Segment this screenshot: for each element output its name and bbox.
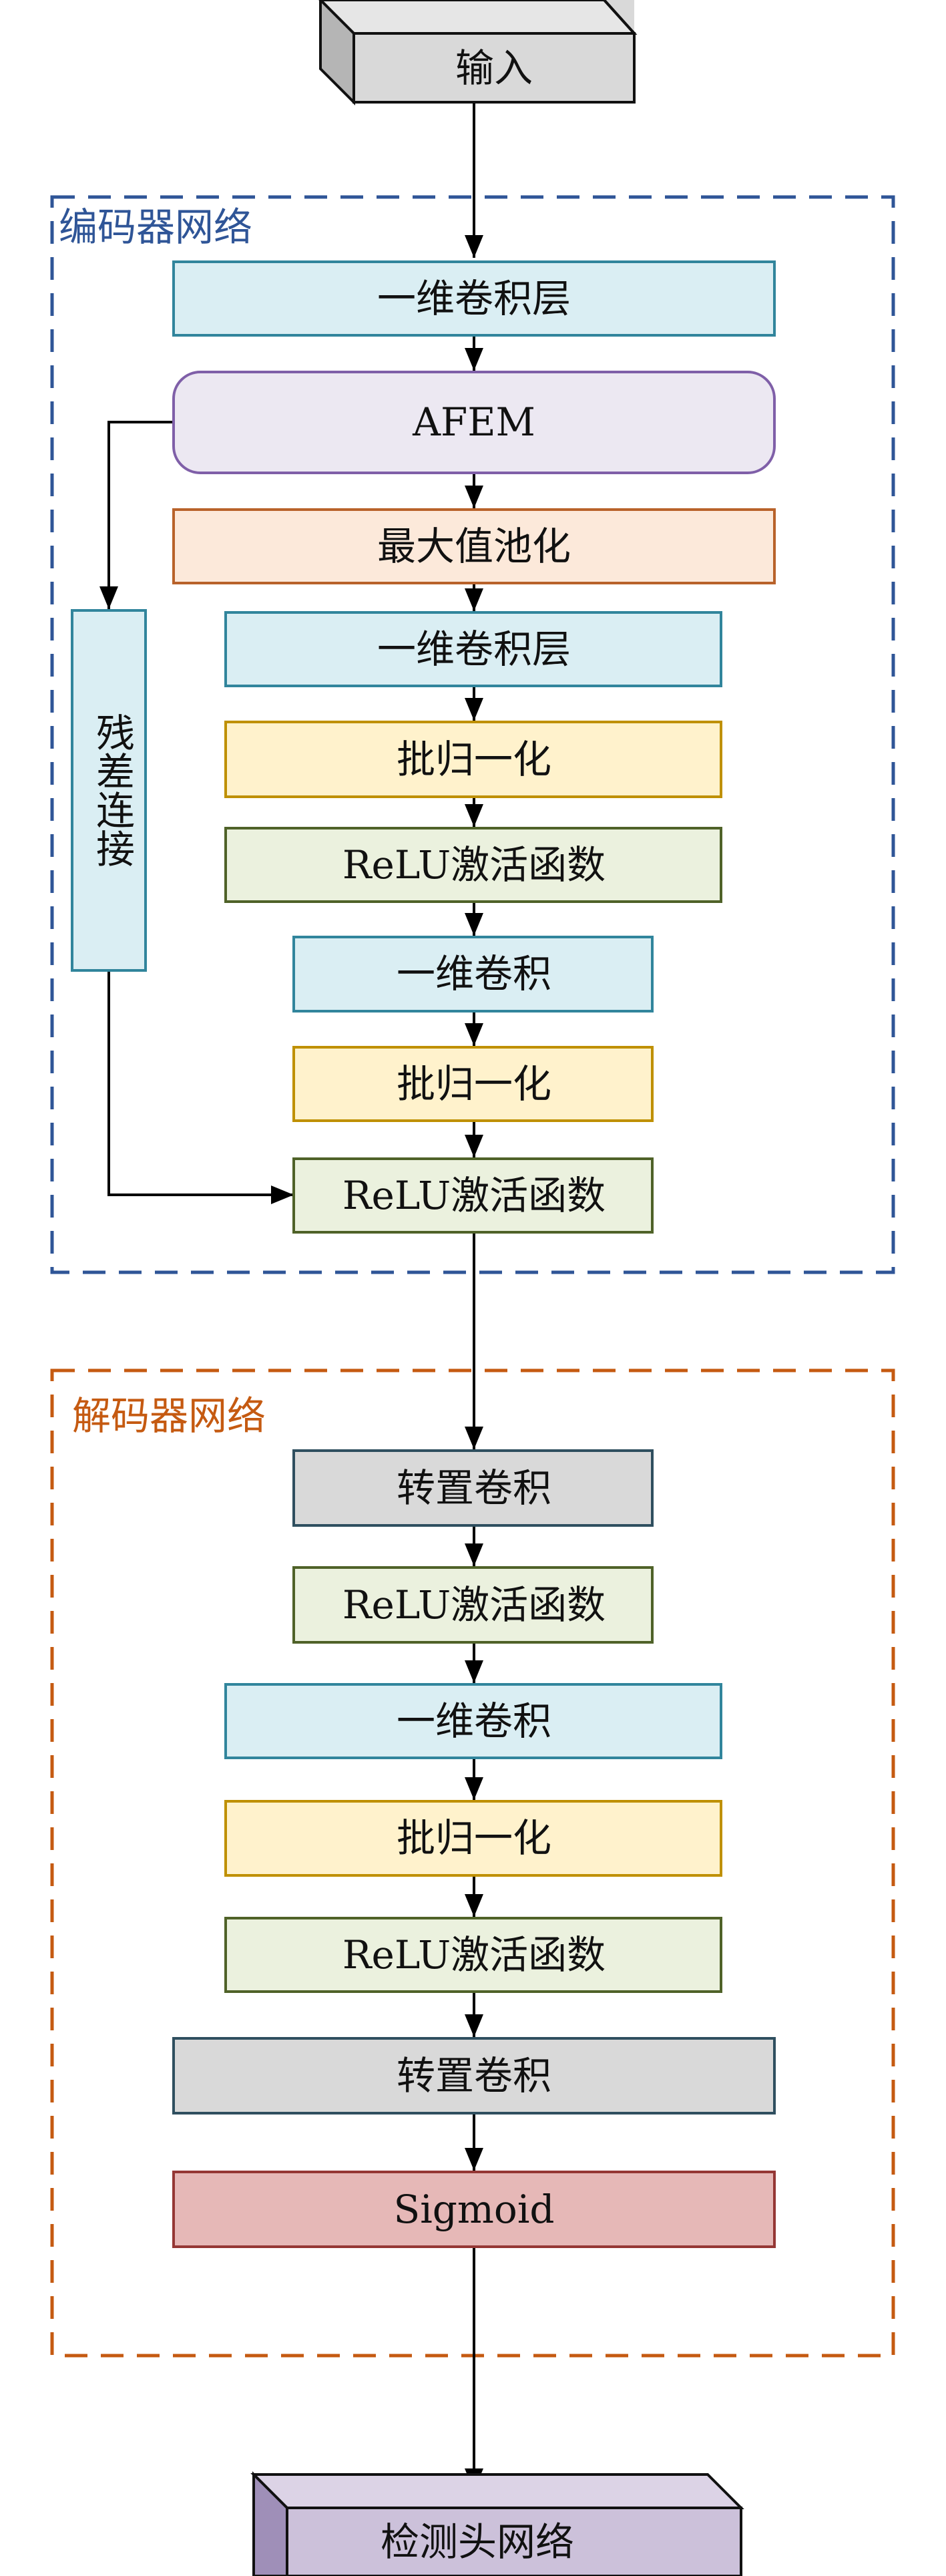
decoder-block-deconv2-label: 转置卷积	[397, 2053, 551, 2098]
decoder-block-conv-label: 一维卷积	[397, 1698, 551, 1744]
encoder-block-relu2-label: ReLU激活函数	[342, 1173, 606, 1218]
decoder-block-deconv1: 转置卷积	[292, 1449, 654, 1527]
encoder-block-relu1: ReLU激活函数	[224, 827, 722, 903]
input-block: 输入	[318, 0, 638, 106]
encoder-block-maxpool-label: 最大值池化	[377, 524, 571, 569]
residual-block: 残差连接	[71, 609, 147, 972]
decoder-block-relu1-label: ReLU激活函数	[342, 1582, 606, 1628]
encoder-label: 编码器网络	[59, 204, 252, 250]
encoder-block-bn1: 批归一化	[224, 721, 722, 798]
decoder-block-relu2-label: ReLU激活函数	[342, 1932, 606, 1978]
output-block: 检测头网络	[250, 2471, 744, 2576]
decoder-block-relu1: ReLU激活函数	[292, 1566, 654, 1644]
output-label: 检测头网络	[381, 2519, 574, 2565]
encoder-block-afem: AFEM	[172, 371, 776, 474]
encoder-block-afem-label: AFEM	[412, 399, 535, 445]
decoder-block-relu2: ReLU激活函数	[224, 1917, 722, 1993]
decoder-block-bn-label: 批归一化	[397, 1815, 551, 1861]
decoder-block-sigmoid-label: Sigmoid	[393, 2187, 554, 2232]
encoder-block-relu1-label: ReLU激活函数	[342, 842, 606, 888]
encoder-block-conv3: 一维卷积	[292, 936, 654, 1013]
decoder-block-bn: 批归一化	[224, 1800, 722, 1877]
encoder-block-1: 一维卷积层	[172, 260, 776, 337]
connector-arrows	[99, 102, 483, 2491]
decoder-label: 解码器网络	[72, 1393, 266, 1439]
decoder-block-conv: 一维卷积	[224, 1683, 722, 1759]
encoder-block-bn1-label: 批归一化	[397, 737, 551, 782]
encoder-block-bn2: 批归一化	[292, 1046, 654, 1122]
encoder-block-relu2: ReLU激活函数	[292, 1157, 654, 1234]
residual-label: 残差连接	[89, 713, 135, 868]
decoder-block-sigmoid: Sigmoid	[172, 2171, 776, 2248]
encoder-block-maxpool: 最大值池化	[172, 508, 776, 584]
encoder-block-conv2-label: 一维卷积层	[377, 626, 571, 672]
encoder-block-conv3-label: 一维卷积	[397, 951, 551, 996]
encoder-frame	[50, 195, 895, 1274]
decoder-block-deconv1-label: 转置卷积	[397, 1465, 551, 1511]
encoder-block-1-label: 一维卷积层	[377, 276, 571, 321]
encoder-block-conv2: 一维卷积层	[224, 611, 722, 687]
decoder-block-deconv2: 转置卷积	[172, 2037, 776, 2114]
input-label: 输入	[455, 45, 533, 91]
encoder-block-bn2-label: 批归一化	[397, 1061, 551, 1107]
